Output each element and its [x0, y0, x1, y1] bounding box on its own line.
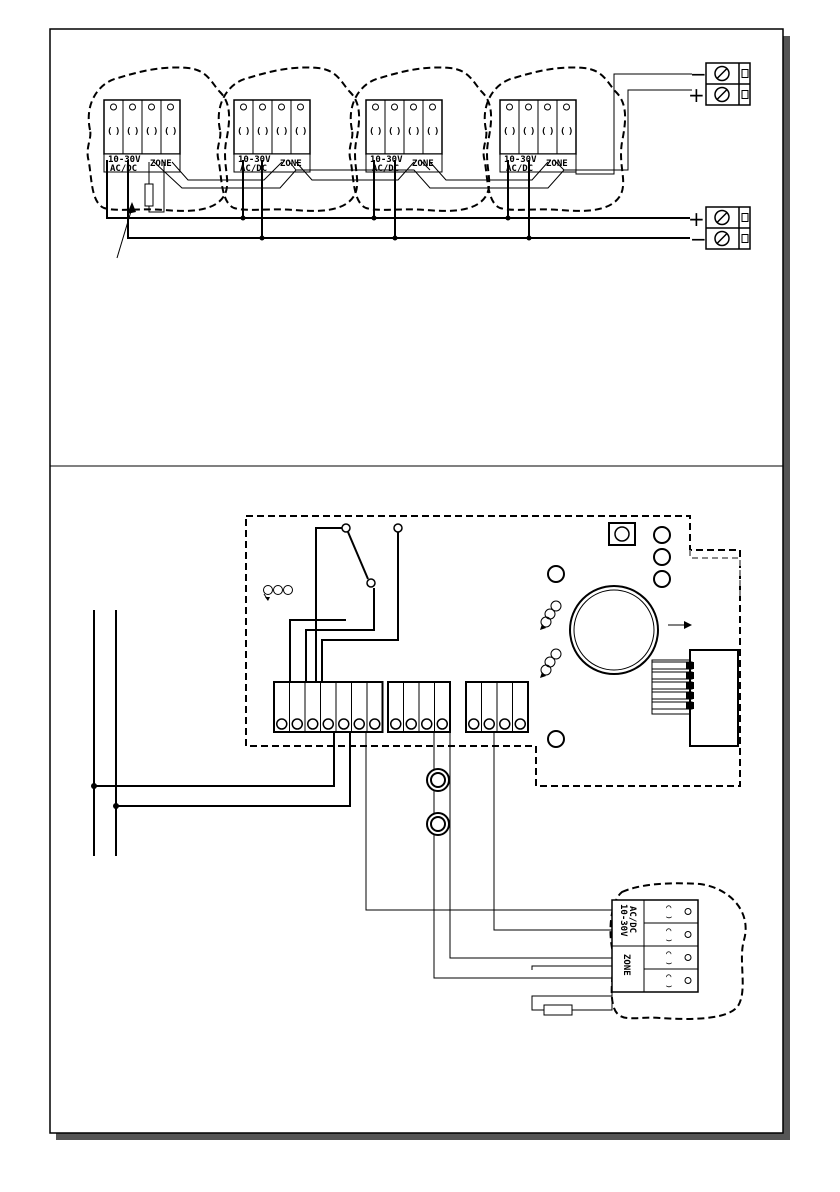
svg-text:(: (	[388, 127, 393, 137]
svg-text:): )	[434, 127, 439, 137]
module-acdc-label: AC/DC	[240, 164, 267, 174]
svg-text:(: (	[145, 127, 150, 137]
eol-resistor-bottom	[544, 1005, 572, 1015]
svg-text:): )	[264, 127, 269, 137]
svg-text:⌣: ⌣	[666, 913, 672, 923]
svg-text:⌒: ⌒	[666, 926, 672, 936]
minus-sign-bottom: −	[690, 227, 707, 251]
svg-text:): )	[115, 127, 120, 137]
module-zone-label: ZONE	[546, 159, 568, 169]
svg-text:(: (	[164, 127, 169, 137]
tamper-button-icon	[615, 527, 629, 541]
svg-text:⌣: ⌣	[666, 982, 672, 992]
module-zone-label: ZONE	[150, 159, 172, 169]
board-terminals	[274, 682, 528, 732]
rotated-zone-label: ZONE	[621, 954, 631, 976]
svg-text:⌒: ⌒	[666, 972, 672, 982]
rotated-acdc-label: AC/DC	[627, 906, 637, 933]
svg-text:): )	[530, 127, 535, 137]
svg-text:(: (	[256, 127, 261, 137]
svg-text:(: (	[560, 127, 565, 137]
rotated-power-label: 10-30V	[618, 904, 628, 937]
svg-text:⌒: ⌒	[666, 903, 672, 913]
svg-text:(: (	[275, 127, 280, 137]
supply-terminal-zone	[706, 63, 750, 105]
svg-text:): )	[568, 127, 573, 137]
svg-text:): )	[396, 127, 401, 137]
svg-text:(: (	[503, 127, 508, 137]
svg-text:⌣: ⌣	[666, 959, 672, 969]
svg-text:): )	[511, 127, 516, 137]
supply-terminal-power	[706, 207, 750, 249]
svg-text:): )	[302, 127, 307, 137]
svg-text:⌒: ⌒	[666, 949, 672, 959]
module-zone-label: ZONE	[412, 159, 434, 169]
svg-text:): )	[377, 127, 382, 137]
svg-text:(: (	[107, 127, 112, 137]
svg-text:): )	[172, 127, 177, 137]
svg-text:(: (	[237, 127, 242, 137]
module-acdc-label: AC/DC	[110, 164, 137, 174]
svg-text:(: (	[522, 127, 527, 137]
svg-text:): )	[153, 127, 158, 137]
plus-sign-top: +	[688, 83, 705, 107]
svg-text:): )	[549, 127, 554, 137]
svg-text:(: (	[407, 127, 412, 137]
svg-text:): )	[134, 127, 139, 137]
svg-text:(: (	[541, 127, 546, 137]
svg-text:(: (	[426, 127, 431, 137]
svg-text:(: (	[369, 127, 374, 137]
svg-text:(: (	[294, 127, 299, 137]
svg-text:⌣: ⌣	[666, 936, 672, 946]
svg-text:): )	[283, 127, 288, 137]
svg-text:): )	[245, 127, 250, 137]
svg-text:(: (	[126, 127, 131, 137]
svg-text:): )	[415, 127, 420, 137]
